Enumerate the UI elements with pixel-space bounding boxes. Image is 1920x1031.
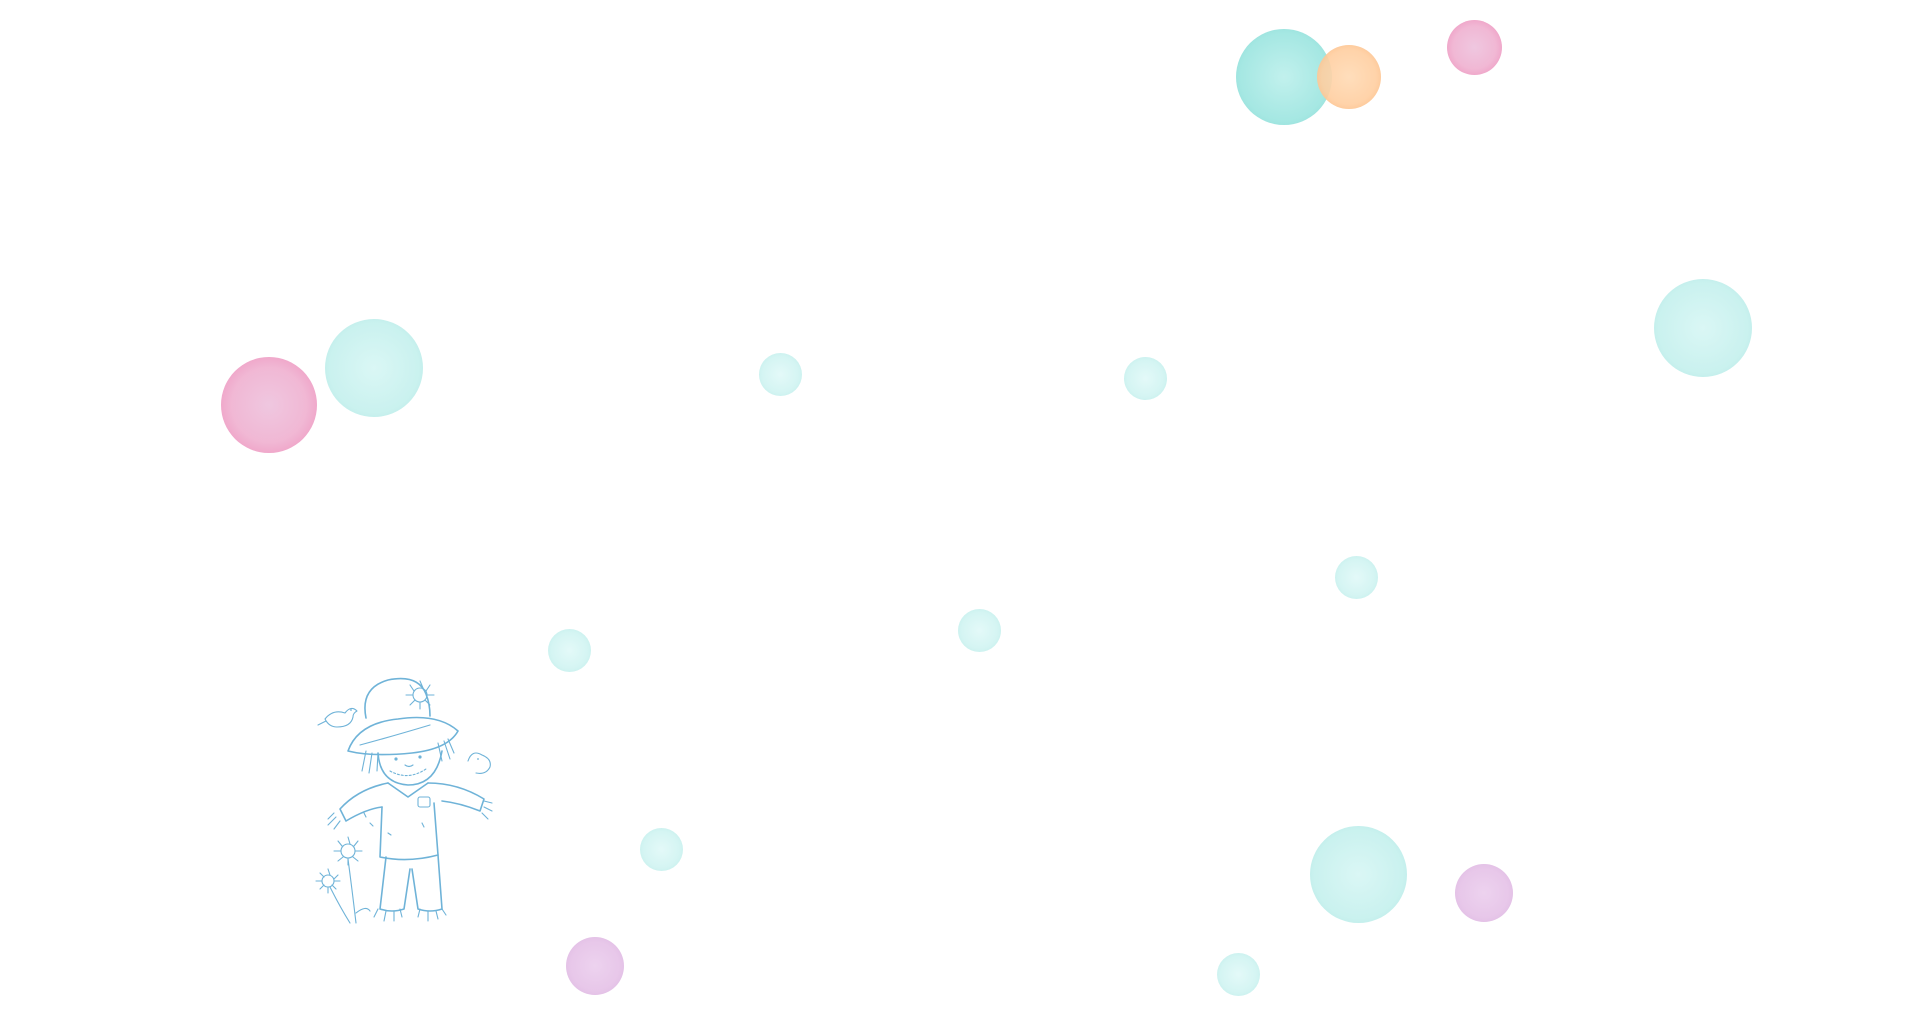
bubble-teal[interactable] — [1124, 357, 1167, 400]
bubble-lilac[interactable] — [566, 937, 624, 995]
bubble-teal[interactable] — [1335, 556, 1378, 599]
legs-icon — [373, 854, 447, 922]
scarecrow-illustration — [315, 677, 493, 924]
bird-right-icon — [467, 752, 491, 774]
bubble-pink[interactable] — [221, 357, 317, 453]
bubble-teal[interactable] — [1236, 29, 1332, 125]
bubble-teal[interactable] — [759, 353, 802, 396]
body-icon — [327, 782, 493, 861]
bubble-pink[interactable] — [1447, 20, 1502, 75]
bird-left-icon — [317, 707, 358, 728]
bubble-teal[interactable] — [1310, 826, 1407, 923]
bubble-teal[interactable] — [325, 319, 423, 417]
sunflower-icon — [315, 836, 371, 924]
bubble-teal[interactable] — [640, 828, 683, 871]
bubble-teal[interactable] — [1654, 279, 1752, 377]
hat-icon — [347, 677, 459, 756]
scarecrow-icon[interactable] — [308, 673, 508, 933]
bubble-teal[interactable] — [548, 629, 591, 672]
face-icon — [377, 750, 443, 786]
bubble-lilac[interactable] — [1455, 864, 1513, 922]
bubble-teal[interactable] — [958, 609, 1001, 652]
bubble-orange[interactable] — [1317, 45, 1381, 109]
bubble-teal[interactable] — [1217, 953, 1260, 996]
